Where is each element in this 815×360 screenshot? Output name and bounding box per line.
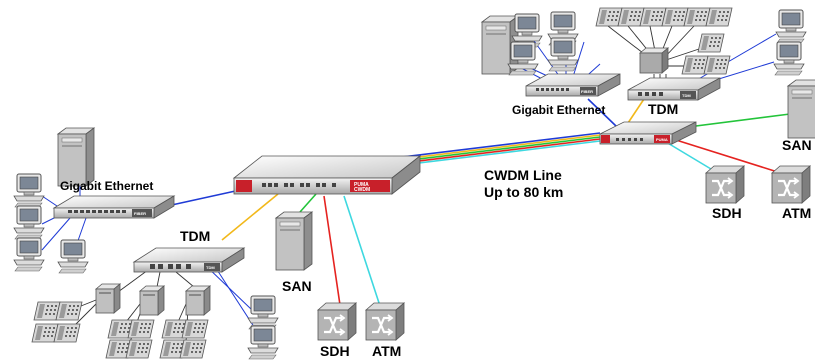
label-atm-center: ATM <box>372 343 401 359</box>
label-sdh-center: SDH <box>320 343 350 359</box>
label-gigabit-ethernet-left: Gigabit Ethernet <box>60 179 153 193</box>
tdm-left-mark: TDM <box>206 265 215 270</box>
label-tdm-top: TDM <box>648 101 678 117</box>
label-cwdm-line: CWDM Line <box>484 167 562 183</box>
tower-server-icon <box>57 127 95 187</box>
telephone-icon <box>125 339 153 359</box>
tdm-top-mark: TDM <box>682 93 691 98</box>
tdm-unit-top: TDM <box>627 77 721 101</box>
switch-top-mark: FIBER <box>581 89 593 94</box>
telephone-icon <box>617 7 645 27</box>
label-gigabit-ethernet-top: Gigabit Ethernet <box>512 103 605 117</box>
tdm-unit-left: TDM <box>132 247 246 273</box>
label-distance: Up to 80 km <box>484 184 563 200</box>
desktop-computer-icon <box>13 173 45 208</box>
cross-connect-switch-icon <box>316 301 358 342</box>
cross-connect-switch-icon <box>364 301 406 342</box>
san-storage-right-icon <box>787 79 815 139</box>
telephone-icon <box>127 319 155 339</box>
telephone-icon <box>697 33 725 53</box>
mux-main-sub: CWDM <box>354 187 370 193</box>
pbx-cabinet-icon <box>95 283 121 314</box>
telephone-icon <box>661 7 689 27</box>
label-sdh-right: SDH <box>712 205 742 221</box>
label-atm-right: ATM <box>782 205 811 221</box>
label-san-right: SAN <box>782 137 812 153</box>
desktop-computer-icon <box>247 325 279 360</box>
gigabit-switch-left: FIBER <box>52 195 176 219</box>
switch-left-mark: FIBER <box>134 211 146 216</box>
desktop-computer-icon <box>13 205 45 240</box>
telephone-icon <box>681 55 709 75</box>
desktop-computer-icon <box>13 237 45 272</box>
telephone-icon <box>683 7 711 27</box>
mux-remote-brand: PUMA <box>656 137 668 142</box>
label-san-center: SAN <box>282 278 312 294</box>
telephone-icon <box>703 55 731 75</box>
mux-main-brand: PUMA <box>354 182 369 188</box>
label-tdm-center: TDM <box>180 228 210 244</box>
telephone-icon <box>31 323 59 343</box>
pbx-hub-top-icon <box>639 47 669 74</box>
telephone-icon <box>179 339 207 359</box>
cwdm-mux-remote: PUMA <box>599 121 697 145</box>
telephone-icon <box>53 323 81 343</box>
desktop-computer-icon <box>57 239 89 274</box>
desktop-computer-icon <box>775 9 807 44</box>
gigabit-switch-top: FIBER <box>525 73 621 97</box>
telephone-icon <box>55 301 83 321</box>
san-storage-center-icon <box>275 211 313 271</box>
telephone-icon <box>595 7 623 27</box>
pbx-cabinet-icon <box>139 285 165 316</box>
cross-connect-switch-icon <box>704 164 746 205</box>
desktop-computer-icon <box>773 41 805 76</box>
cross-connect-switch-icon <box>770 164 812 205</box>
telephone-icon <box>639 7 667 27</box>
telephone-icon <box>33 301 61 321</box>
telephone-icon <box>705 7 733 27</box>
pbx-cabinet-icon <box>185 285 211 316</box>
cwdm-mux-main: PUMA CWDM <box>232 155 422 195</box>
telephone-icon <box>181 319 209 339</box>
